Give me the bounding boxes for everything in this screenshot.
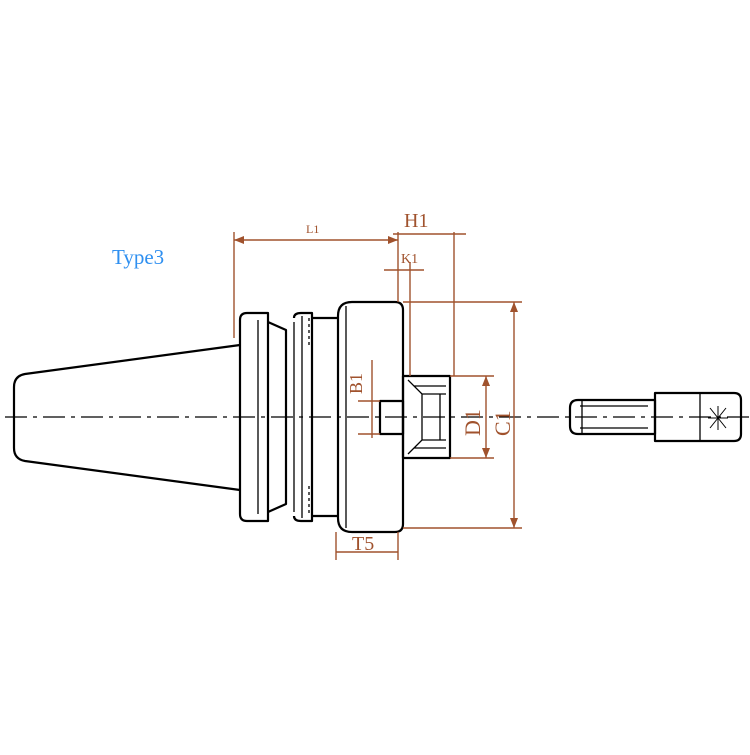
dimension-lines: [233, 232, 522, 560]
dim-label-c1: C1: [490, 410, 515, 436]
hex-socket-icon: [708, 406, 728, 430]
flange: [238, 311, 270, 523]
diagram-title: Type3: [112, 245, 164, 269]
dimension-arrows: [234, 236, 518, 528]
dim-label-h1: H1: [404, 210, 428, 232]
dim-label-b1: B1: [346, 373, 366, 394]
bore-chamfer: [407, 379, 446, 455]
dim-label-l1: L1: [306, 222, 319, 236]
mounting-screw: [568, 398, 657, 436]
dim-label-d1: D1: [460, 409, 485, 436]
groove-ring: [292, 311, 314, 523]
holder-body: [336, 300, 405, 534]
screw-head: [653, 391, 743, 443]
taper-shank: [12, 343, 241, 492]
dim-label-t5: T5: [352, 533, 374, 555]
dim-label-k1: K1: [401, 252, 418, 267]
v-groove: [267, 320, 288, 514]
